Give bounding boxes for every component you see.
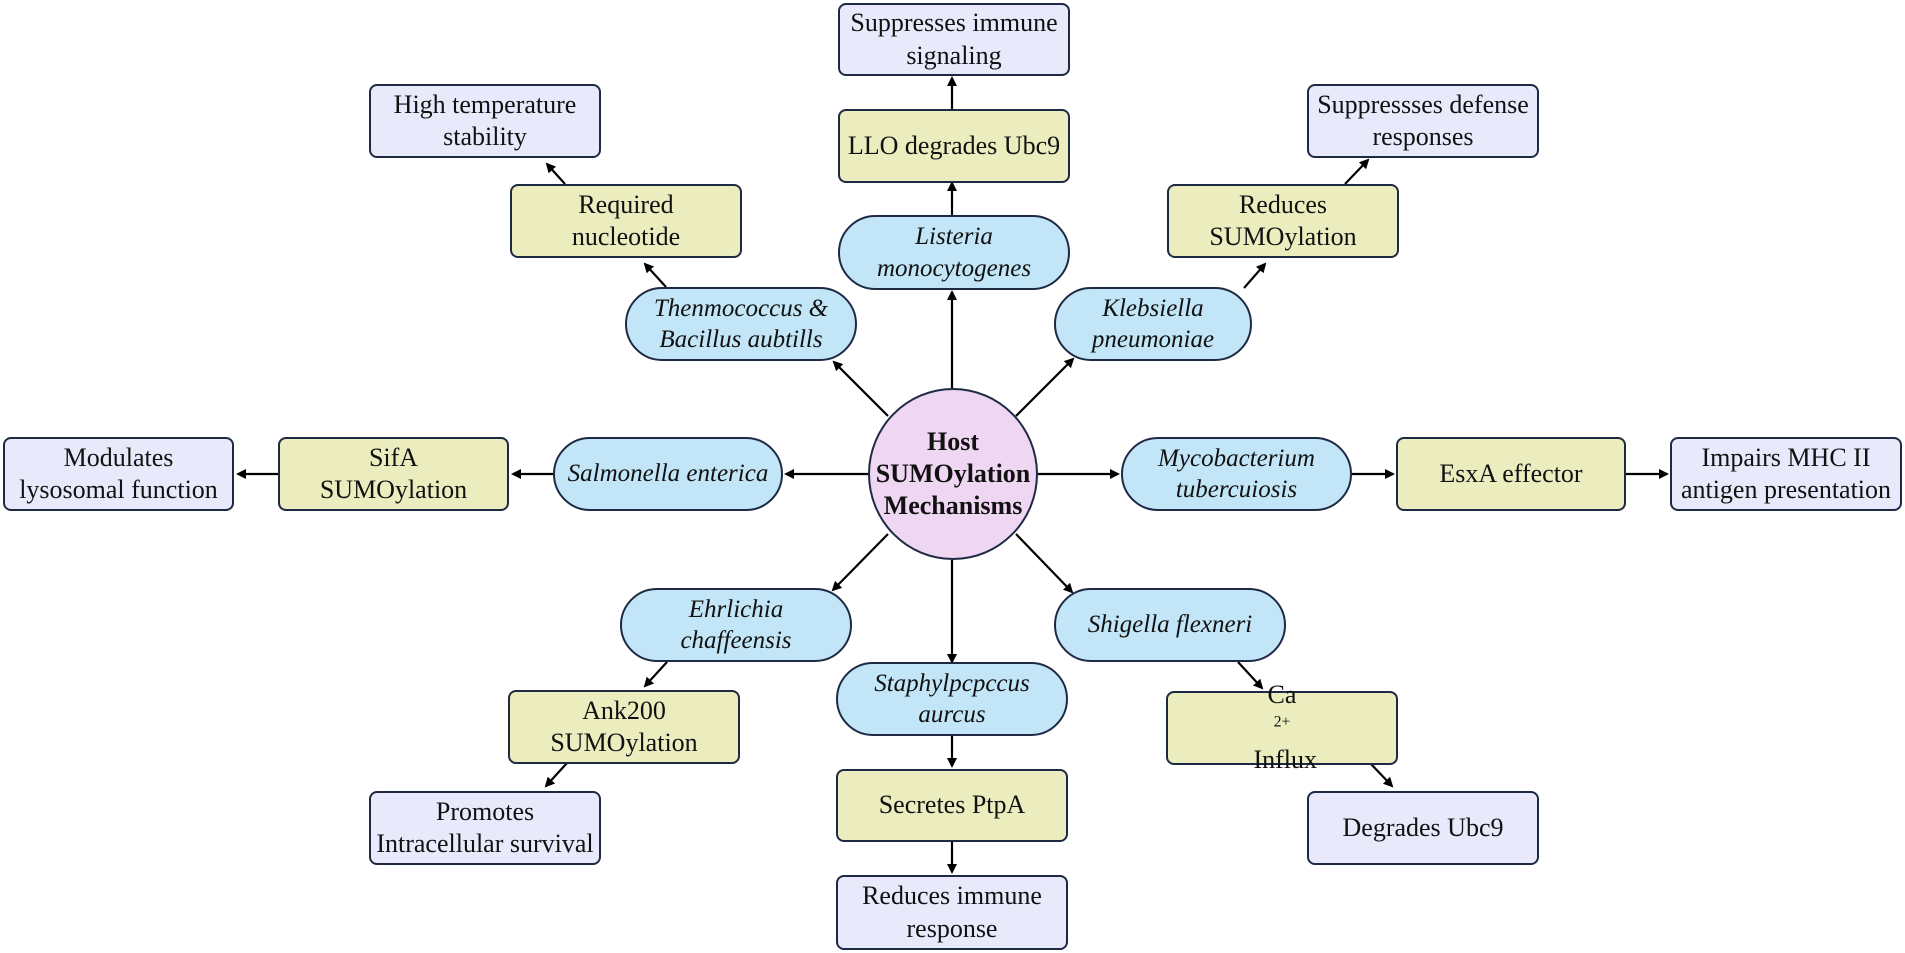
- arrow-thermo-nucleotide: [643, 262, 667, 288]
- mechanism-secretes-ptpa: Secretes PtpA: [836, 769, 1068, 842]
- center-line3: Mechanisms: [883, 490, 1023, 520]
- arrow-shigella-ca: [1237, 661, 1264, 690]
- arrow-klebsiella-reduces: [1243, 262, 1267, 289]
- center-line2: SUMOylation: [875, 459, 1031, 489]
- mechanism-llo-degrades-ubc9: LLO degrades Ubc9: [838, 109, 1070, 183]
- arrow-ank200-survival: [544, 762, 568, 788]
- arrow-reduces-defense: [1344, 158, 1370, 185]
- pathogen-shigella: Shigella flexneri: [1054, 588, 1286, 662]
- arrow-ehrlichia-ank200: [643, 661, 668, 688]
- arrow-center-ehrlichia: [831, 533, 889, 592]
- mechanism-esxa-effector: EsxA effector: [1396, 437, 1626, 511]
- arrow-center-klebsiella: [1015, 357, 1075, 417]
- pathogen-thermococcus-bacillus: Thenmococcus &Bacillus aubtills: [625, 287, 857, 361]
- arrow-nucleotide-hightemp: [545, 162, 566, 185]
- center-line1: Host: [926, 427, 979, 457]
- arrow-center-shigella: [1015, 533, 1074, 594]
- pathogen-salmonella: Salmonella enterica: [553, 437, 783, 511]
- effect-degrades-ubc9: Degrades Ubc9: [1307, 791, 1539, 865]
- center-node-host-sumoylation: Host SUMOylation Mechanisms: [868, 388, 1038, 560]
- arrow-center-thermococcus: [832, 360, 889, 417]
- arrow-ca-degrades: [1369, 762, 1394, 788]
